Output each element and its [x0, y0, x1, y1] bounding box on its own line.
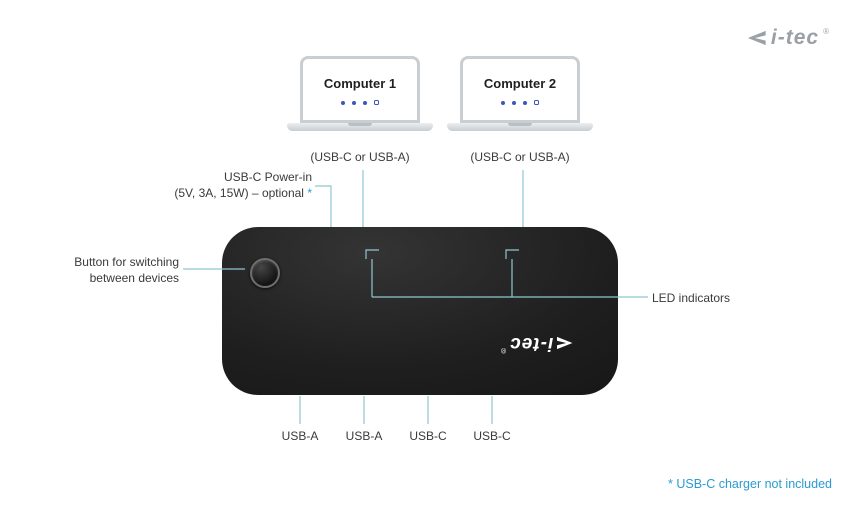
switch-button-label-line2: between devices: [89, 271, 179, 285]
port-label-usb-a-2: USB-A: [345, 429, 383, 443]
power-in-label: USB-C Power-in (5V, 3A, 15W) – optional …: [140, 169, 312, 201]
laptop-base: [447, 123, 593, 131]
app-icon: [374, 100, 379, 105]
computer-1: Computer 1 (USB-C or USB-A): [287, 56, 433, 164]
power-in-label-line2: (5V, 3A, 15W) – optional: [174, 186, 304, 200]
itec-logo-mark-icon: [557, 336, 573, 350]
app-icon: [534, 100, 539, 105]
computer-2-label: Computer 2: [483, 76, 557, 91]
screen-taskbar: [501, 100, 539, 105]
registered-mark: ®: [823, 27, 830, 36]
indicator-dot-icon: [341, 100, 345, 105]
port-label-usb-c-2: USB-C: [473, 429, 511, 443]
device-itec-logo: i-tec ®: [500, 332, 576, 354]
computer-2-screen: Computer 2: [460, 56, 580, 123]
itec-brand-logo: i-tec ®: [743, 26, 830, 50]
power-in-asterisk: *: [307, 186, 312, 200]
charger-footnote: * USB-C charger not included: [668, 477, 832, 491]
usb-switch-device: i-tec ®: [222, 227, 618, 395]
power-in-label-line1: USB-C Power-in: [223, 170, 312, 184]
computer-1-label: Computer 1: [323, 76, 397, 91]
indicator-dot-icon: [523, 100, 527, 105]
computer-1-connector-label: (USB-C or USB-A): [310, 150, 410, 164]
laptop-base: [287, 123, 433, 131]
device-logo-text: i-tec: [509, 333, 554, 354]
power-in-leader-line: [315, 185, 332, 227]
registered-mark: ®: [500, 346, 507, 353]
port-label-usb-a-1: USB-A: [281, 429, 319, 443]
port-label-usb-c-1: USB-C: [409, 429, 447, 443]
itec-logo-mark-icon: [747, 30, 766, 46]
device-switch-button: [250, 258, 280, 288]
led-indicators-label: LED indicators: [652, 291, 731, 305]
indicator-dot-icon: [352, 100, 356, 105]
indicator-dot-icon: [512, 100, 516, 105]
computer-1-screen: Computer 1: [300, 56, 420, 123]
switch-button-label: Button for switching between devices: [55, 254, 179, 286]
indicator-dot-icon: [363, 100, 367, 105]
screen-taskbar: [341, 100, 379, 105]
computer-2: Computer 2 (USB-C or USB-A): [447, 56, 593, 164]
brand-logo-text: i-tec: [770, 26, 820, 49]
indicator-dot-icon: [501, 100, 505, 105]
switch-button-label-line1: Button for switching: [74, 255, 179, 269]
computer-2-connector-label: (USB-C or USB-A): [470, 150, 570, 164]
